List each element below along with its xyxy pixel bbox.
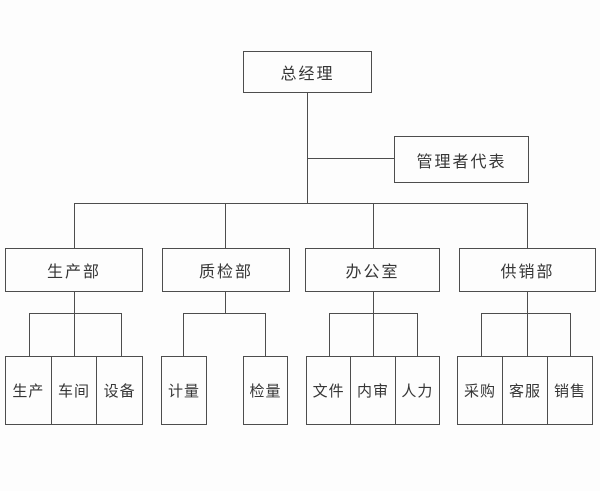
connector-quality-leaf2: [265, 313, 266, 356]
connector-production-spread: [29, 313, 122, 314]
node-leaf-kefu: 客服: [502, 357, 547, 424]
dept-office-label: 办公室: [345, 262, 400, 281]
connector-office-leaf3: [417, 313, 418, 356]
node-leaf-chejian: 车间: [50, 357, 97, 424]
connector-quality-leaf1: [183, 313, 184, 356]
leaf-jiliang-label: 计量: [167, 382, 200, 400]
node-leaf-caigou: 采购: [463, 382, 496, 400]
connector-office-leaf1: [329, 313, 330, 356]
node-leaf-wenjian: 文件: [312, 382, 345, 400]
connector-drop-office-dept: [373, 203, 374, 248]
dept-production-label: 生产部: [46, 262, 101, 281]
connector-staff-branch: [307, 158, 394, 159]
dept-supply-label: 供销部: [500, 262, 555, 281]
connector-drop-production-dept: [74, 203, 75, 248]
connector-production-leaf2: [74, 313, 75, 356]
connector-supply-leaf3: [570, 313, 571, 356]
connector-quality-spread: [183, 313, 266, 314]
node-leaf-xiaoshou: 销售: [547, 357, 592, 424]
connector-root-trunk: [307, 93, 308, 203]
node-dept-office: 办公室: [305, 248, 440, 292]
management-representative-label: 管理者代表: [416, 151, 507, 171]
node-leaf-neishen: 内审: [350, 357, 394, 424]
general-manager-label: 总经理: [280, 64, 335, 83]
connector-drop-supply-dept: [527, 203, 528, 248]
connector-quality-stem: [225, 292, 226, 313]
leaf-jianliang-label: 检量: [249, 382, 282, 400]
connector-production-leaf3: [121, 313, 122, 356]
node-management-representative: 管理者代表: [394, 136, 529, 183]
node-leaf-shebei: 设备: [96, 357, 142, 424]
connector-drop-quality-dept: [225, 203, 226, 248]
connector-production-leaf1: [29, 313, 30, 356]
node-dept-quality: 质检部: [162, 248, 290, 292]
leaf-group-office: 文件 内审 人力: [306, 356, 440, 425]
node-leaf-renli: 人力: [394, 357, 439, 424]
connector-supply-leaf1: [481, 313, 482, 356]
node-dept-supply: 供销部: [459, 248, 596, 292]
leaf-group-supply: 采购 客服 销售: [457, 356, 593, 425]
leaf-group-production: 生产 车间 设备: [5, 356, 143, 425]
node-dept-production: 生产部: [5, 248, 143, 292]
connector-production-stem: [74, 292, 75, 313]
connector-office-stem: [373, 292, 374, 313]
node-leaf-jiliang: 计量: [161, 356, 207, 425]
connector-main-horizontal: [74, 203, 528, 204]
node-general-manager: 总经理: [243, 51, 372, 93]
dept-quality-label: 质检部: [198, 262, 253, 281]
node-leaf-jianliang: 检量: [243, 356, 288, 425]
connector-supply-spread: [481, 313, 571, 314]
connector-supply-stem: [527, 292, 528, 313]
connector-office-leaf2: [373, 313, 374, 356]
node-leaf-shengchan: 生产: [12, 382, 45, 400]
connector-supply-leaf2: [527, 313, 528, 356]
